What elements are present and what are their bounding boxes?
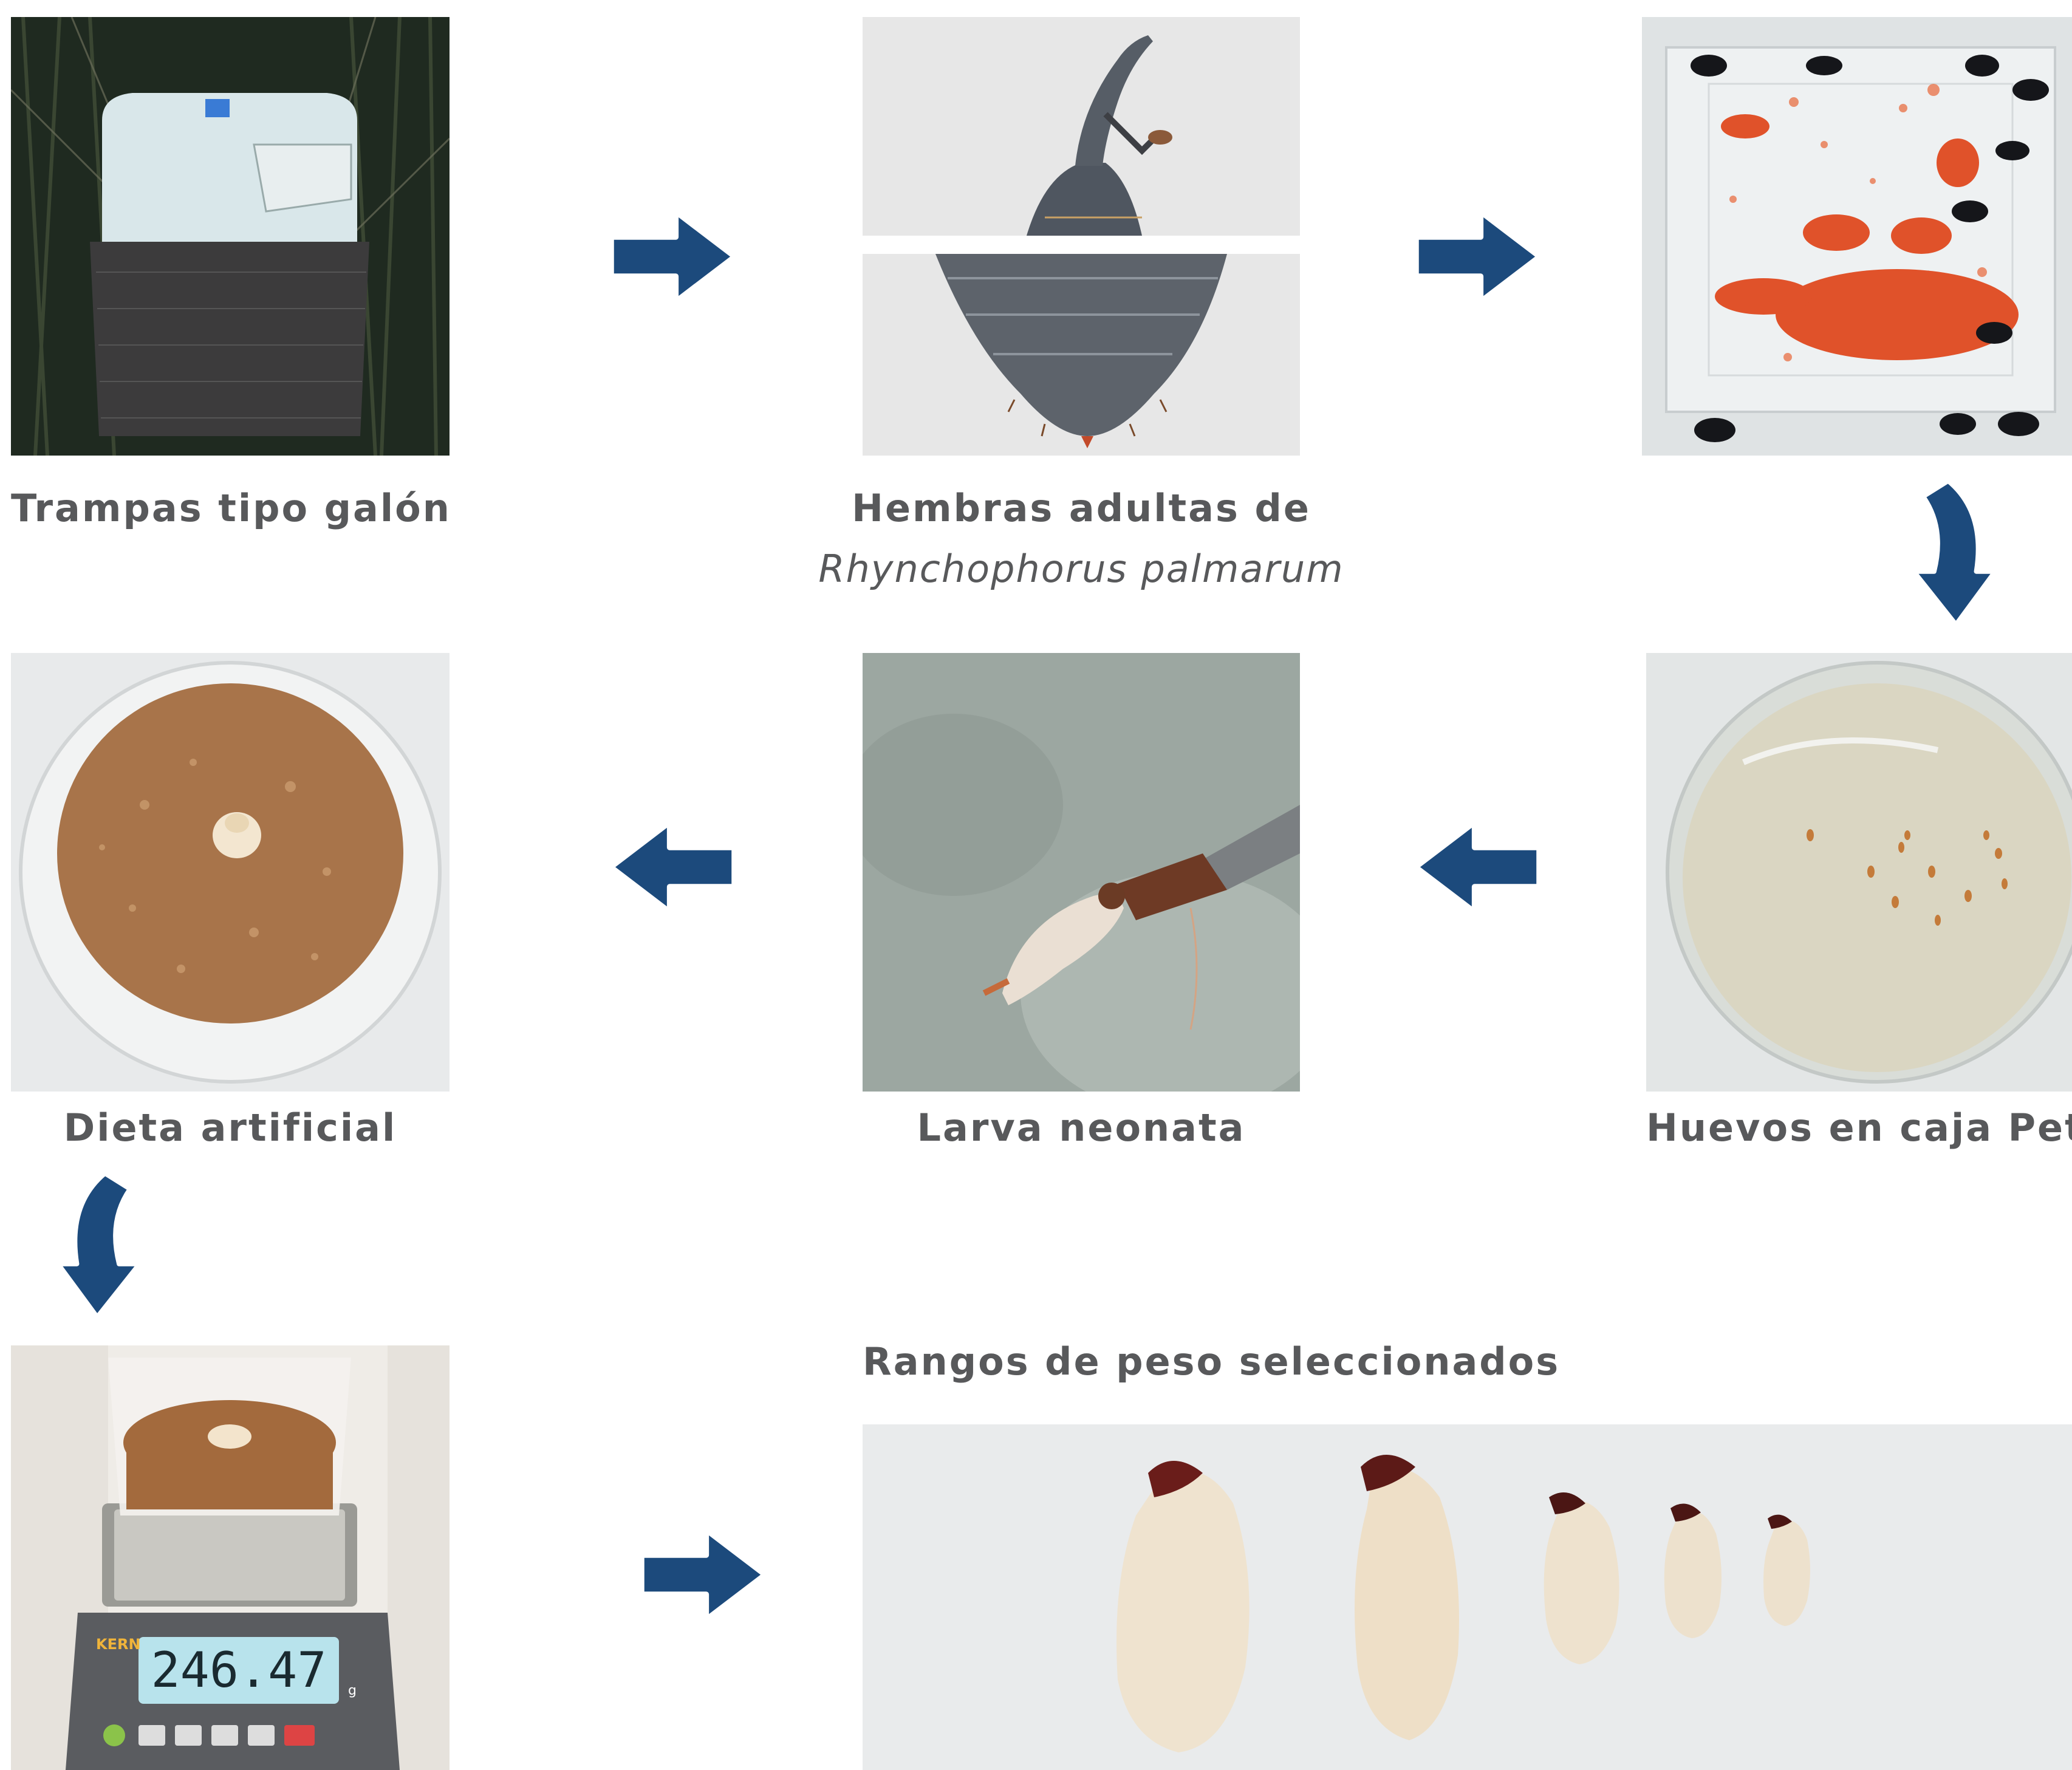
arrow-right-icon xyxy=(1403,200,1558,313)
larvae-weight-ranges-photo xyxy=(863,1424,2072,1770)
scale-brand: KERN xyxy=(96,1636,141,1653)
caption-traps: Trampas tipo galón xyxy=(11,486,450,530)
weevil-abdomen-photo xyxy=(863,254,1300,456)
trap-photo xyxy=(11,17,450,456)
scale-photo: 246.47 g KERN xyxy=(11,1345,450,1770)
curved-arrow-down-icon xyxy=(1901,474,2011,632)
scale-unit: g xyxy=(348,1683,357,1698)
caption-females: Hembras adultas de xyxy=(838,486,1324,530)
curved-arrow-down-icon xyxy=(43,1166,152,1324)
arrow-right-icon xyxy=(629,1519,784,1631)
arrow-right-icon xyxy=(598,200,753,313)
egg-box-photo xyxy=(1642,17,2072,456)
arrow-left-icon xyxy=(1397,811,1552,923)
petri-eggs-photo xyxy=(1646,653,2072,1092)
arrow-left-icon xyxy=(592,811,747,923)
artificial-diet-photo xyxy=(11,653,450,1092)
caption-species: Rhynchophorus palmarum xyxy=(808,547,1355,591)
caption-petri: Huevos en caja Petri xyxy=(1646,1105,2072,1150)
weevil-head-photo xyxy=(863,17,1300,236)
caption-weight-ranges: Rangos de peso seleccionados xyxy=(863,1339,1531,1384)
caption-diet: Dieta artificial xyxy=(11,1105,450,1150)
scale-display: 246.47 xyxy=(151,1642,327,1698)
neonate-larva-photo xyxy=(863,653,1300,1092)
caption-larva: Larva neonata xyxy=(863,1105,1300,1150)
